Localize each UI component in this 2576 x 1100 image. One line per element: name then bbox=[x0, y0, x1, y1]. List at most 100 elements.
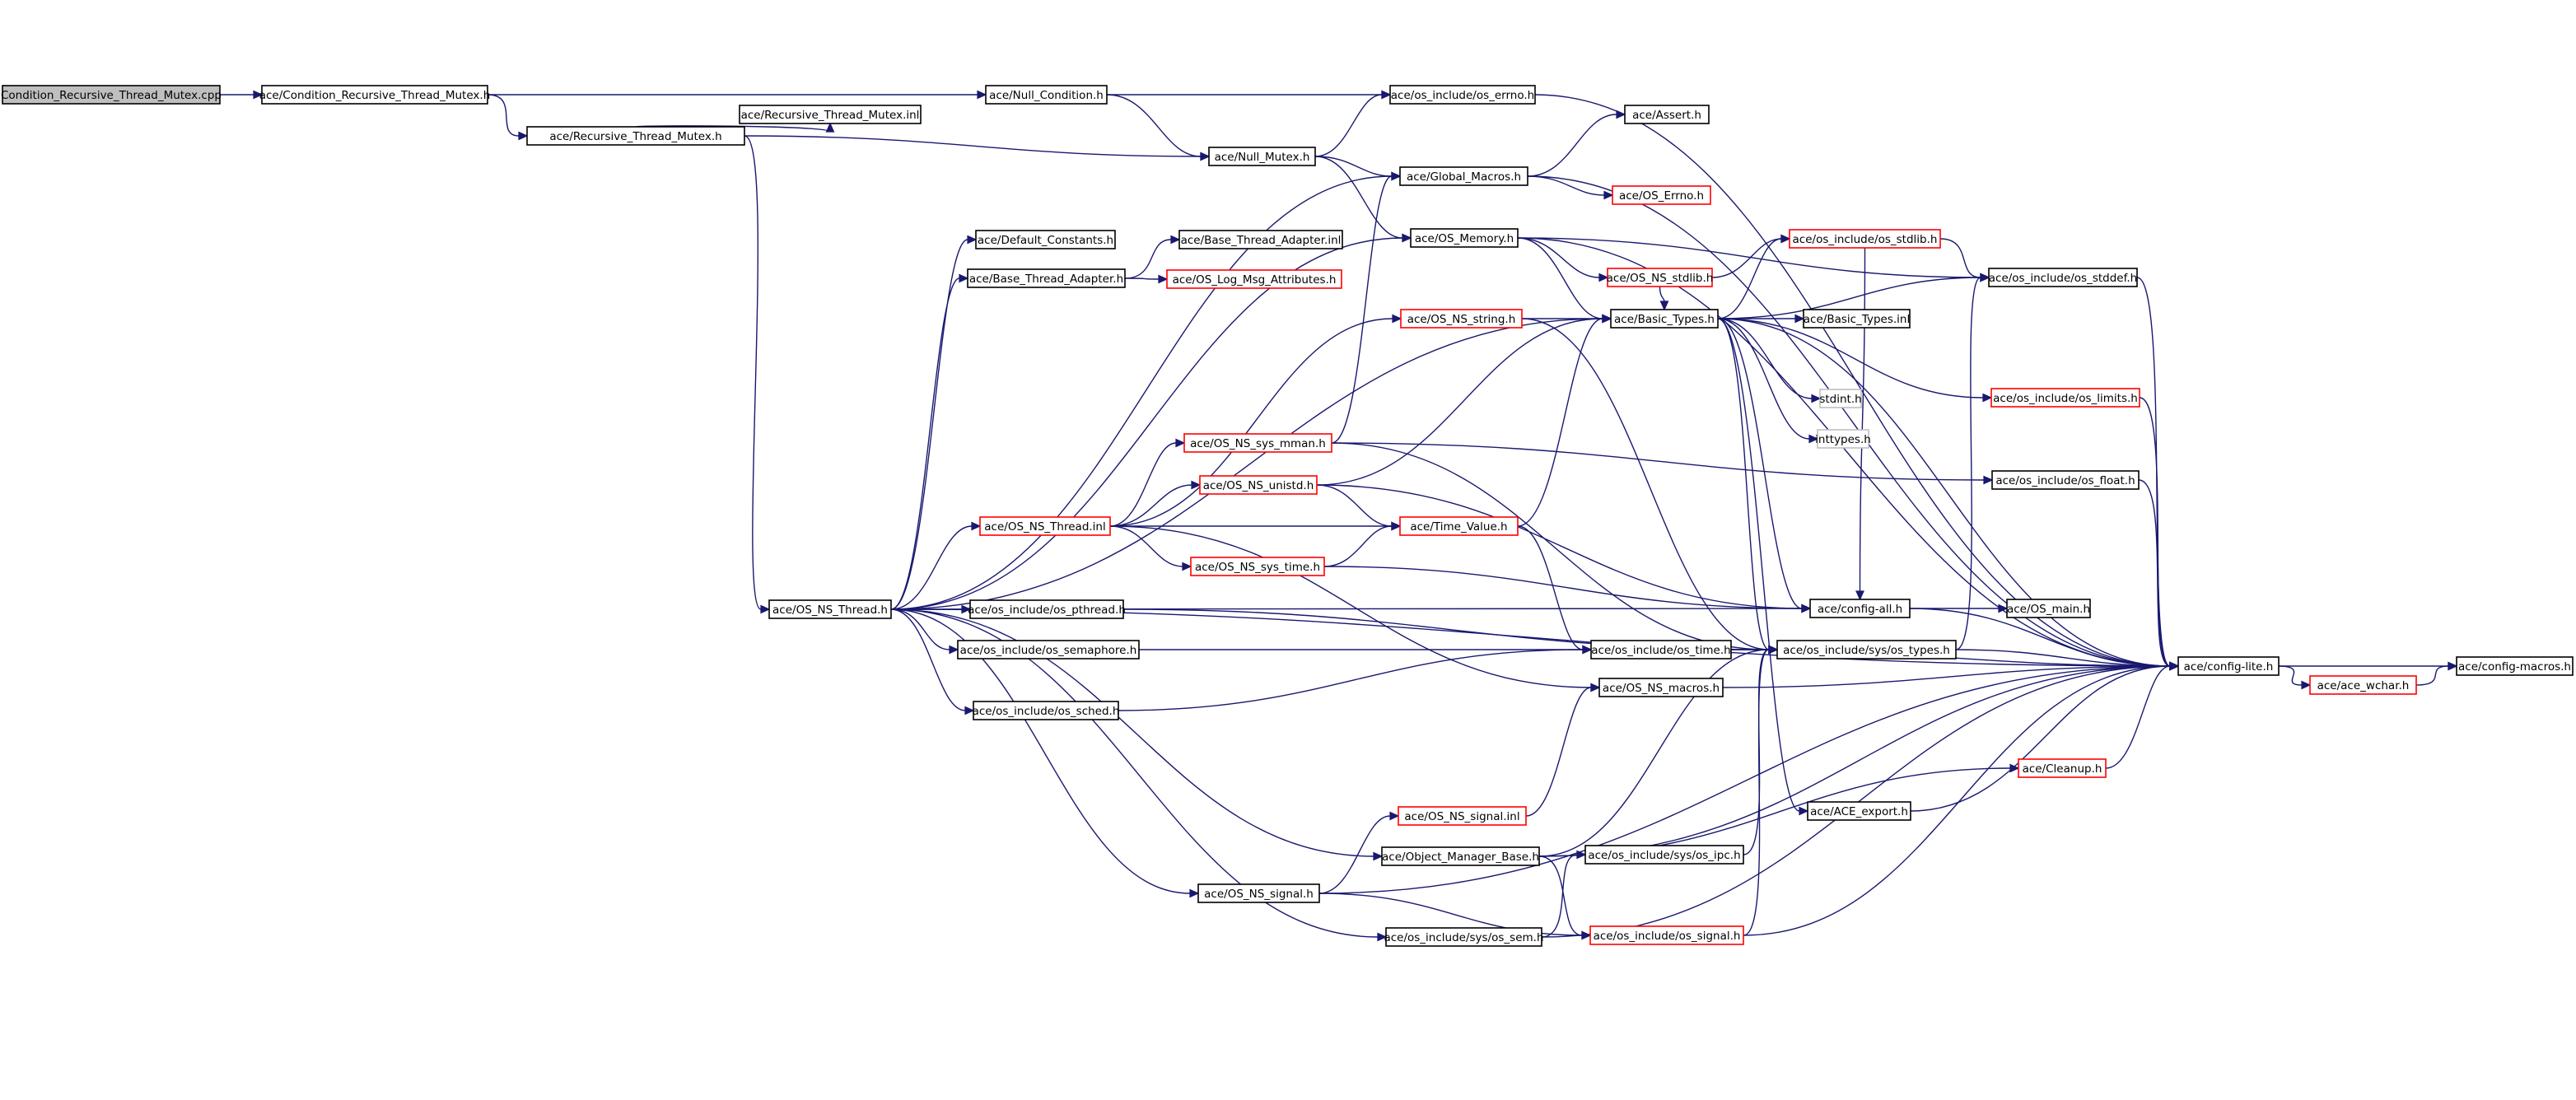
node-box bbox=[2456, 656, 2574, 676]
node-ace-os-ns-signal-inl[interactable]: ace/OS_NS_signal.inl bbox=[1398, 806, 1527, 826]
node-ace-os-ns-sys-mman-h[interactable]: ace/OS_NS_sys_mman.h bbox=[1183, 433, 1332, 453]
node-ace-base-thread-adapter-inl[interactable]: ace/Base_Thread_Adapter.inl bbox=[1178, 230, 1343, 249]
edge-line bbox=[1323, 525, 1393, 567]
edge-arrowhead bbox=[1381, 90, 1392, 100]
edge-ace-os-ns-unistd-h-to-ace-config-all-h bbox=[1316, 484, 1812, 613]
node-box bbox=[1197, 883, 1320, 903]
node-ace-os-ns-signal-h[interactable]: ace/OS_NS_signal.h bbox=[1197, 883, 1320, 903]
node-ace-condition-recursive-thread-mutex-h[interactable]: ace/Condition_Recursive_Thread_Mutex.h bbox=[259, 85, 491, 105]
node-ace-null-mutex-h[interactable]: ace/Null_Mutex.h bbox=[1208, 147, 1316, 166]
edge-line bbox=[1314, 156, 1403, 239]
edge-arrowhead bbox=[971, 521, 982, 531]
node-label: ace/Time_Value.h bbox=[1410, 520, 1507, 534]
node-ace-recursive-thread-mutex-h[interactable]: ace/Recursive_Thread_Mutex.h bbox=[526, 126, 745, 146]
node-ace-os-include-os-time-h[interactable]: ace/os_include/os_time.h bbox=[1590, 640, 1732, 660]
edge-arrowhead bbox=[1801, 604, 1812, 613]
node-ace-os-main-h[interactable]: ace/OS_main.h bbox=[2006, 599, 2091, 618]
edge-line bbox=[2136, 277, 2171, 667]
node-ace-os-include-os-errno-h[interactable]: ace/os_include/os_errno.h bbox=[1389, 85, 1536, 105]
edge-ace-os-ns-thread-h-to-ace-basic-types-h bbox=[890, 314, 1612, 610]
node-ace-os-ns-unistd-h[interactable]: ace/OS_NS_unistd.h bbox=[1199, 475, 1318, 495]
node-ace-base-thread-adapter-h[interactable]: ace/Base_Thread_Adapter.h bbox=[967, 268, 1126, 288]
edge-line bbox=[1109, 318, 1393, 527]
node-ace-default-constants-h[interactable]: ace/Default_Constants.h bbox=[975, 230, 1116, 249]
edge-ace-global-macros-h-to-ace-assert-h bbox=[1527, 110, 1626, 177]
edge-layer bbox=[219, 90, 2458, 942]
node-box bbox=[1399, 166, 1528, 186]
node-ace-os-log-msg-attributes-h[interactable]: ace/OS_Log_Msg_Attributes.h bbox=[1166, 269, 1342, 289]
edge-line bbox=[1743, 649, 1770, 936]
node-ace-cleanup-h[interactable]: ace/Cleanup.h bbox=[2018, 758, 2107, 778]
node-ace-basic-types-inl[interactable]: ace/Basic_Types.inl bbox=[1803, 309, 1911, 329]
node-ace-os-ns-string-h[interactable]: ace/OS_NS_string.h bbox=[1400, 309, 1523, 329]
edge-ace-basic-types-h-to-inttypes-h bbox=[1717, 318, 1819, 444]
node-ace-os-include-os-float-h[interactable]: ace/os_include/os_float.h bbox=[1991, 470, 2140, 490]
node-ace-os-include-os-limits-h[interactable]: ace/os_include/os_limits.h bbox=[1990, 388, 2140, 408]
node-ace-os-ns-thread-inl[interactable]: ace/OS_NS_Thread.inl bbox=[979, 516, 1111, 536]
node-ace-recursive-thread-mutex-inl[interactable]: ace/Recursive_Thread_Mutex.inl bbox=[739, 105, 922, 124]
node-label: ace/OS_NS_signal.h bbox=[1204, 888, 1314, 901]
node-box bbox=[526, 126, 745, 146]
node-ace-config-lite-h[interactable]: ace/config-lite.h bbox=[2177, 656, 2280, 676]
node-ace-time-value-h[interactable]: ace/Time_Value.h bbox=[1399, 516, 1519, 536]
node-ace-os-include-sys-os-types-h[interactable]: ace/os_include/sys/os_types.h bbox=[1776, 640, 1957, 660]
node-box bbox=[1776, 640, 1957, 660]
node-condition-recursive-thread-mutex-cpp[interactable]: Condition_Recursive_Thread_Mutex.cpp bbox=[1, 85, 222, 105]
edge-line bbox=[1717, 318, 1803, 609]
node-label: ace/config-all.h bbox=[1818, 603, 1902, 616]
edge-arrowhead bbox=[977, 90, 987, 100]
node-ace-os-include-os-signal-h[interactable]: ace/os_include/os_signal.h bbox=[1589, 925, 1744, 945]
edge-ace-os-ns-signal-inl-to-ace-os-ns-macros-h bbox=[1525, 683, 1601, 817]
node-stdint-h[interactable]: stdint.h bbox=[1819, 389, 1862, 408]
node-inttypes-h[interactable]: inttypes.h bbox=[1815, 429, 1871, 449]
edge-line bbox=[1517, 237, 1600, 278]
node-ace-null-condition-h[interactable]: ace/Null_Condition.h bbox=[985, 85, 1108, 105]
edge-arrowhead bbox=[2301, 680, 2312, 690]
node-ace-os-include-os-pthread-h[interactable]: ace/os_include/os_pthread.h bbox=[968, 599, 1126, 619]
edge-ace-os-memory-h-to-ace-os-ns-stdlib-h bbox=[1517, 237, 1609, 282]
node-box bbox=[975, 230, 1116, 249]
edge-ace-os-ns-sys-time-h-to-ace-time-value-h bbox=[1323, 521, 1402, 567]
node-ace-config-macros-h[interactable]: ace/config-macros.h bbox=[2456, 656, 2574, 676]
node-ace-os-include-os-stddef-h[interactable]: ace/os_include/os_stddef.h bbox=[1988, 268, 2138, 287]
edge-line bbox=[1109, 442, 1177, 527]
node-ace-os-include-sys-os-ipc-h[interactable]: ace/os_include/sys/os_ipc.h bbox=[1584, 845, 1744, 865]
edge-line bbox=[1717, 318, 1984, 399]
edge-ace-os-ns-sys-mman-h-to-ace-os-include-sys-os-types-h bbox=[1331, 442, 1779, 655]
node-ace-assert-h[interactable]: ace/Assert.h bbox=[1624, 105, 1710, 124]
edge-ace-os-ns-thread-h-to-ace-os-ns-thread-inl bbox=[890, 521, 982, 610]
node-ace-ace-wchar-h[interactable]: ace/ace_wchar.h bbox=[2309, 675, 2417, 695]
node-ace-os-include-os-stdlib-h[interactable]: ace/os_include/os_stdlib.h bbox=[1789, 229, 1941, 249]
edge-line bbox=[1659, 286, 1665, 302]
edge-arrowhead bbox=[967, 235, 978, 245]
node-ace-os-memory-h[interactable]: ace/OS_Memory.h bbox=[1410, 228, 1519, 248]
node-label: ace/Default_Constants.h bbox=[978, 234, 1113, 247]
node-label: ace/ACE_export.h bbox=[1810, 805, 1908, 818]
node-ace-os-ns-macros-h[interactable]: ace/OS_NS_macros.h bbox=[1598, 678, 1724, 697]
node-ace-os-include-sys-os-sem-h[interactable]: ace/os_include/sys/os_sem.h bbox=[1384, 927, 1544, 947]
edge-line bbox=[1314, 94, 1383, 157]
node-ace-os-errno-h[interactable]: ace/OS_Errno.h bbox=[1612, 185, 1711, 205]
edge-arrowhead bbox=[518, 131, 529, 141]
node-ace-os-include-os-semaphore-h[interactable]: ace/os_include/os_semaphore.h bbox=[957, 640, 1140, 660]
node-ace-object-manager-base-h[interactable]: ace/Object_Manager_Base.h bbox=[1381, 846, 1540, 866]
node-ace-global-macros-h[interactable]: ace/Global_Macros.h bbox=[1399, 166, 1528, 186]
edge-arrowhead bbox=[760, 604, 771, 614]
node-ace-config-all-h[interactable]: ace/config-all.h bbox=[1809, 599, 1911, 618]
edge-ace-os-ns-signal-h-to-ace-os-ns-signal-inl bbox=[1318, 811, 1400, 894]
edge-line bbox=[1331, 442, 1770, 650]
node-ace-os-ns-stdlib-h[interactable]: ace/OS_NS_stdlib.h bbox=[1607, 268, 1714, 287]
edge-arrowhead bbox=[1182, 562, 1192, 571]
edge-ace-os-ns-stdlib-h-to-ace-os-include-os-stdlib-h bbox=[1711, 234, 1791, 278]
node-ace-basic-types-h[interactable]: ace/Basic_Types.h bbox=[1610, 309, 1719, 329]
node-ace-os-ns-thread-h[interactable]: ace/OS_NS_Thread.h bbox=[768, 599, 892, 619]
node-ace-os-include-os-sched-h[interactable]: ace/os_include/os_sched.h bbox=[973, 701, 1120, 720]
edge-line bbox=[1538, 649, 1770, 857]
node-ace-os-ns-sys-time-h[interactable]: ace/OS_NS_sys_time.h bbox=[1190, 557, 1325, 576]
edge-ace-recursive-thread-mutex-h-to-ace-os-ns-thread-h bbox=[744, 135, 771, 614]
node-ace-ace-export-h[interactable]: ace/ACE_export.h bbox=[1807, 801, 1911, 821]
edge-arrowhead bbox=[1982, 393, 1993, 403]
edge-line bbox=[890, 608, 2171, 667]
edge-ace-basic-types-h-to-ace-config-lite-h bbox=[1717, 318, 2180, 671]
node-label: ace/os_include/sys/os_ipc.h bbox=[1588, 849, 1740, 862]
